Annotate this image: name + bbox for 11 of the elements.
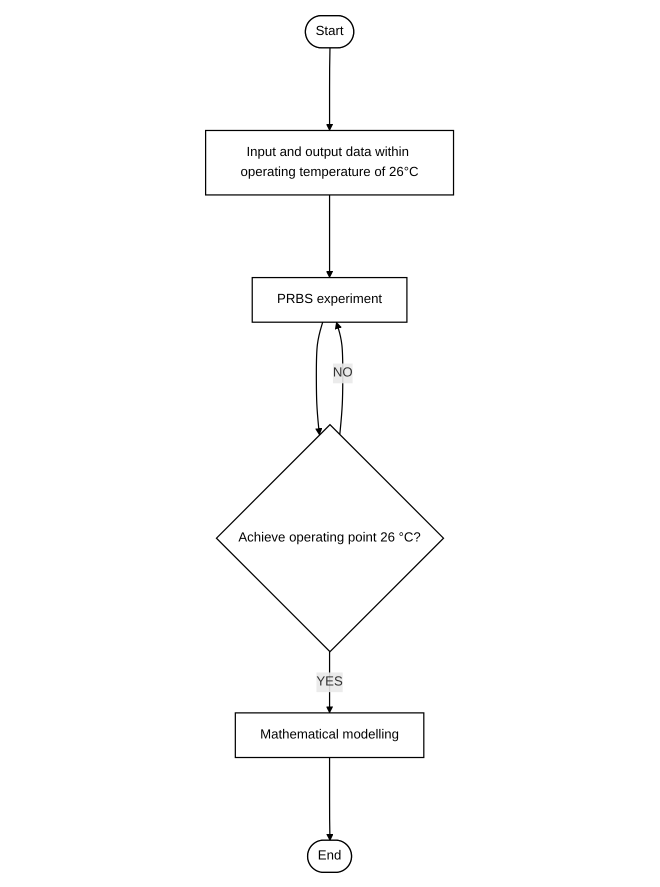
- edge-label: NO: [333, 365, 354, 380]
- node-diamond: Achieve operating point 26 °C?: [216, 423, 445, 652]
- node-box: PRBS experiment: [252, 276, 408, 322]
- node-box: Mathematical modelling: [235, 712, 425, 758]
- arrow: [326, 48, 334, 130]
- arrow: [335, 321, 344, 434]
- arrow: [326, 757, 334, 840]
- arrow: [316, 322, 324, 435]
- node-box: Input and output data within operating temperature of 26°C: [205, 129, 455, 196]
- edge-label: YES: [316, 674, 344, 688]
- arrow: [326, 194, 334, 278]
